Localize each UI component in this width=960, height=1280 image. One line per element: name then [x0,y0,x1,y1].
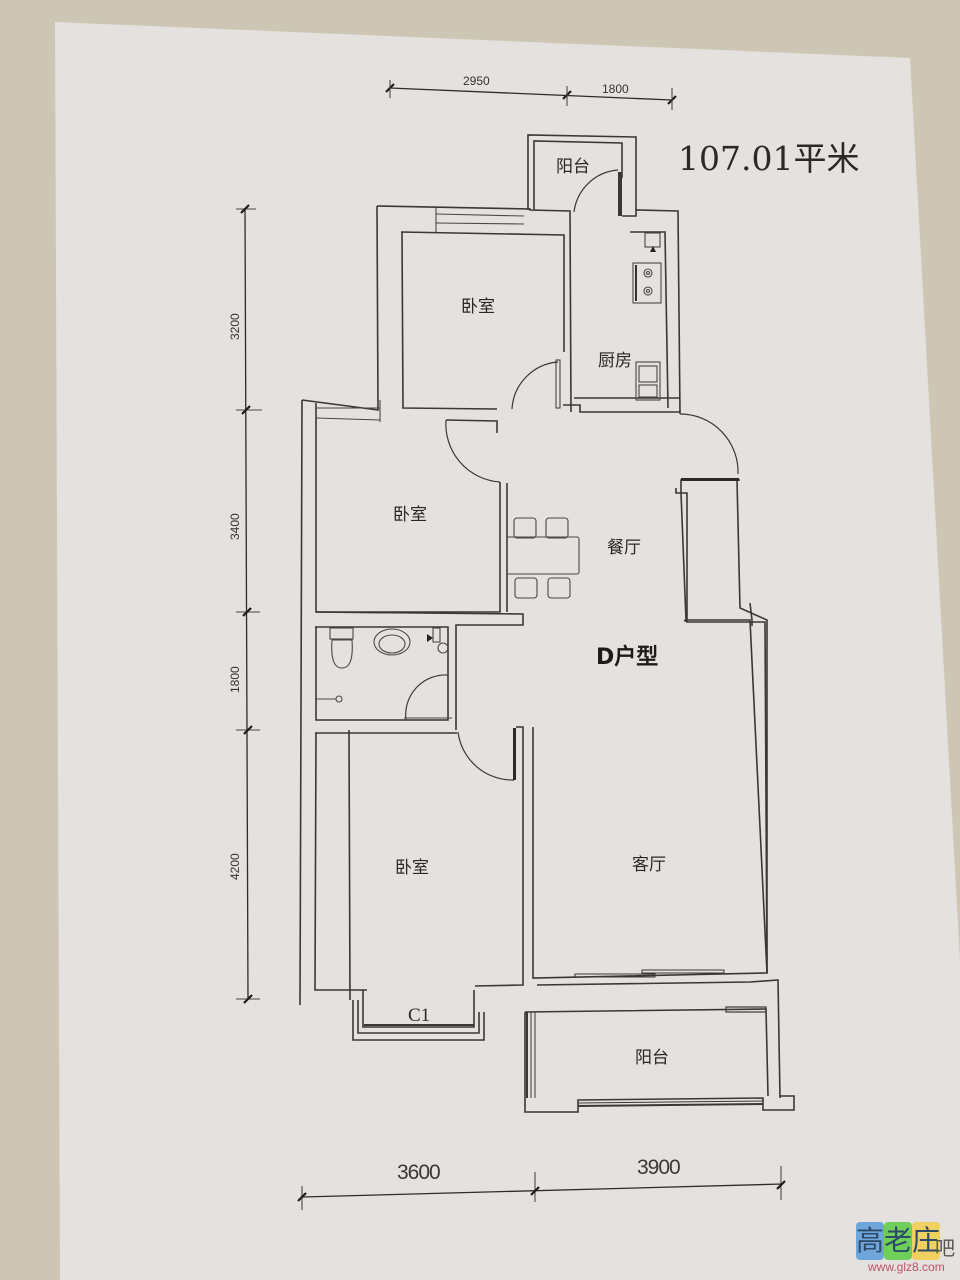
room-label-dining: 餐厅 [607,538,641,558]
dim-top-1: 2950 [463,74,490,88]
watermark-char-3: 庄 [912,1224,941,1257]
walls [299,134,795,1113]
window-label-c1: C1 [408,1005,430,1026]
left-dimension-line: 3200 3400 1800 4200 [228,204,262,1004]
stove-icon [632,262,662,304]
doors [404,169,739,781]
area-label: 107.01平米 [678,139,859,178]
watermark-char-1: 高 [856,1224,885,1257]
bathroom-fixtures [316,627,449,703]
dim-left-2: 3400 [228,513,242,540]
watermark-tile-1 [856,1222,884,1260]
sink-icon [635,361,661,401]
dim-left-4: 4200 [228,853,242,880]
watermark-tile-3 [912,1222,940,1260]
dining-table [506,517,580,599]
dim-bottom-2: 3900 [637,1156,680,1179]
washbasin-icon [373,628,411,656]
dim-left-3: 1800 [228,666,242,693]
room-label-bedroom-north: 卧室 [461,297,495,317]
watermark-url: www.glz8.com [868,1260,945,1274]
room-label-bedroom-middle: 卧室 [393,505,427,525]
watermark-suffix: 吧 [935,1236,955,1260]
bottom-dimension-line: 3600 3900 [297,1156,786,1210]
watermark-tile-2 [884,1222,912,1260]
room-label-bedroom-south: 卧室 [395,858,429,878]
dim-top-2: 1800 [602,82,629,96]
unit-type-label: D户型 [596,644,658,670]
kitchen-fixtures [632,232,662,401]
toilet-icon [329,627,354,640]
room-label-kitchen: 厨房 [598,351,632,371]
room-label-balcony-south: 阳台 [635,1048,669,1068]
room-label-living: 客厅 [632,855,666,875]
watermark-char-2: 老 [884,1224,913,1257]
paper-sheet [55,22,960,1280]
dim-left-1: 3200 [228,313,242,340]
top-dimension-line: 2950 1800 [385,74,677,110]
room-label-balcony-north: 阳台 [556,157,590,177]
dim-bottom-1: 3600 [397,1161,440,1184]
